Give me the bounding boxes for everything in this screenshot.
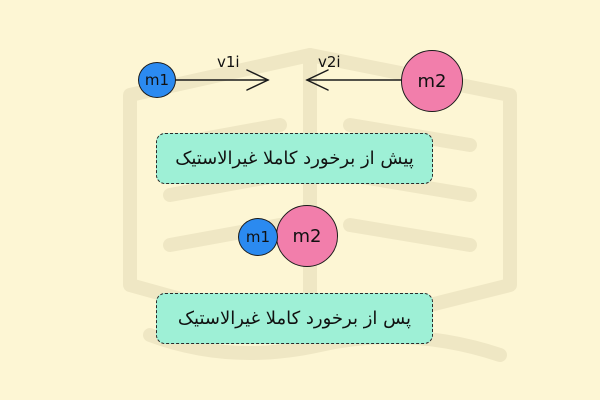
v1-label: v1i bbox=[217, 53, 240, 71]
m2-label-after: m2 bbox=[292, 225, 322, 247]
v2-label: v2i bbox=[318, 53, 341, 71]
v2-arrowhead bbox=[305, 69, 329, 91]
m1-label-after: m1 bbox=[245, 228, 271, 246]
m1-ball-after: m1 bbox=[238, 218, 278, 256]
m1-ball-before: m1 bbox=[138, 62, 176, 98]
caption-after-text: پس از برخورد کاملا غیرالاستیک bbox=[177, 308, 412, 329]
m2-ball-after: m2 bbox=[276, 205, 338, 267]
caption-before-text: پیش از برخورد کاملا غیرالاستیک bbox=[175, 148, 414, 169]
caption-after: پس از برخورد کاملا غیرالاستیک bbox=[156, 293, 433, 344]
m2-ball-before: m2 bbox=[401, 50, 463, 112]
v1-arrowhead bbox=[246, 69, 270, 91]
caption-before: پیش از برخورد کاملا غیرالاستیک bbox=[156, 133, 433, 184]
m1-label-before: m1 bbox=[144, 71, 170, 89]
m2-label-before: m2 bbox=[417, 70, 447, 92]
